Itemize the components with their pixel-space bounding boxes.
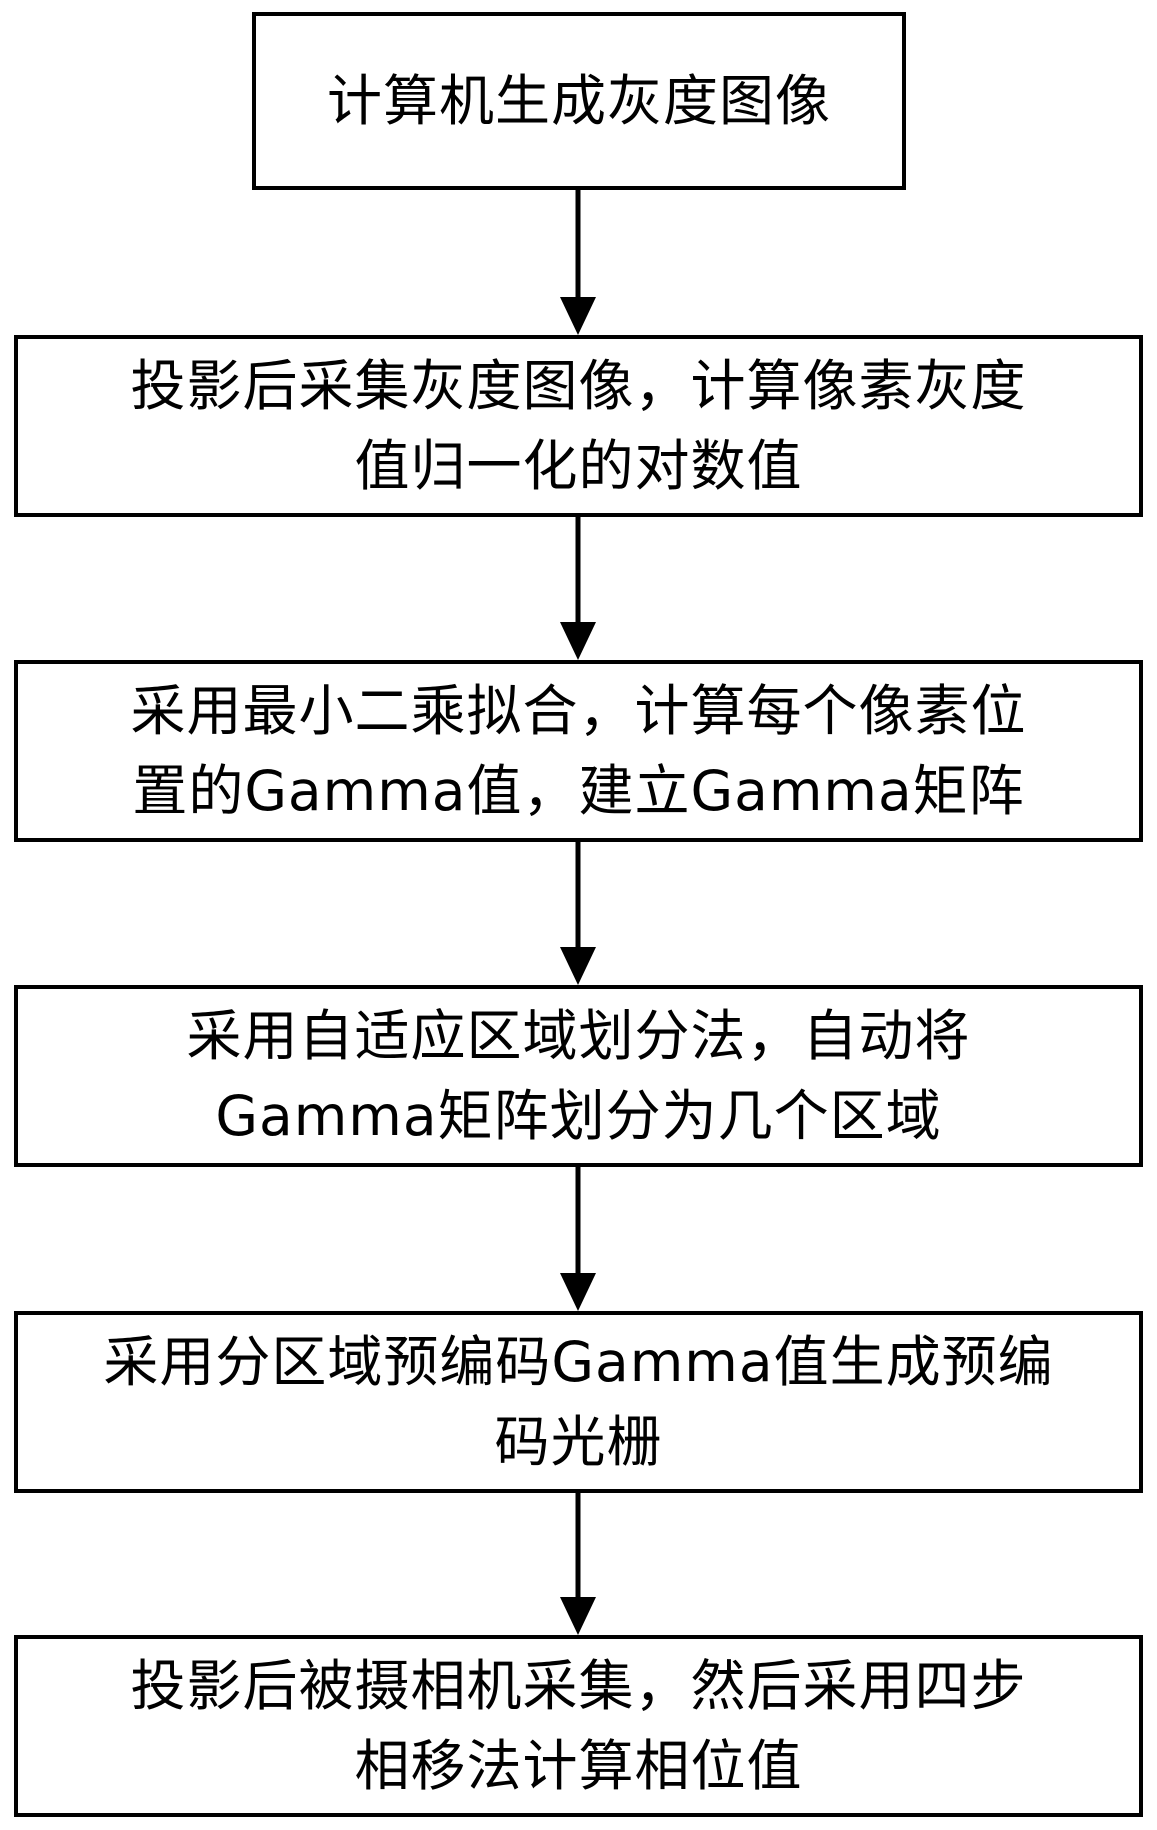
step-2-line-1: 投影后采集灰度图像，计算像素灰度	[130, 346, 1026, 426]
step-5-line-1: 采用分区域预编码Gamma值生成预编	[103, 1322, 1053, 1402]
arrow-3	[560, 842, 596, 985]
arrow-4	[560, 1167, 596, 1311]
step-4-line-2: Gamma矩阵划分为几个区域	[215, 1076, 941, 1156]
step-6-line-1: 投影后被摄相机采集，然后采用四步	[130, 1646, 1026, 1726]
step-5-line-2: 码光栅	[494, 1402, 662, 1482]
step-box-6: 投影后被摄相机采集，然后采用四步 相移法计算相位值	[14, 1635, 1143, 1817]
step-box-1: 计算机生成灰度图像	[252, 12, 906, 190]
step-6-line-2: 相移法计算相位值	[354, 1726, 802, 1806]
arrow-2	[560, 517, 596, 660]
step-1-line-1: 计算机生成灰度图像	[327, 61, 831, 141]
step-3-line-2: 置的Gamma值，建立Gamma矩阵	[132, 751, 1024, 831]
step-box-2: 投影后采集灰度图像，计算像素灰度 值归一化的对数值	[14, 335, 1143, 517]
arrow-5	[560, 1493, 596, 1635]
step-box-4: 采用自适应区域划分法，自动将 Gamma矩阵划分为几个区域	[14, 985, 1143, 1167]
step-2-line-2: 值归一化的对数值	[354, 426, 802, 506]
step-3-line-1: 采用最小二乘拟合，计算每个像素位	[130, 671, 1026, 751]
step-4-line-1: 采用自适应区域划分法，自动将	[186, 996, 970, 1076]
arrow-1	[560, 190, 596, 335]
step-box-3: 采用最小二乘拟合，计算每个像素位 置的Gamma值，建立Gamma矩阵	[14, 660, 1143, 842]
step-box-5: 采用分区域预编码Gamma值生成预编 码光栅	[14, 1311, 1143, 1493]
